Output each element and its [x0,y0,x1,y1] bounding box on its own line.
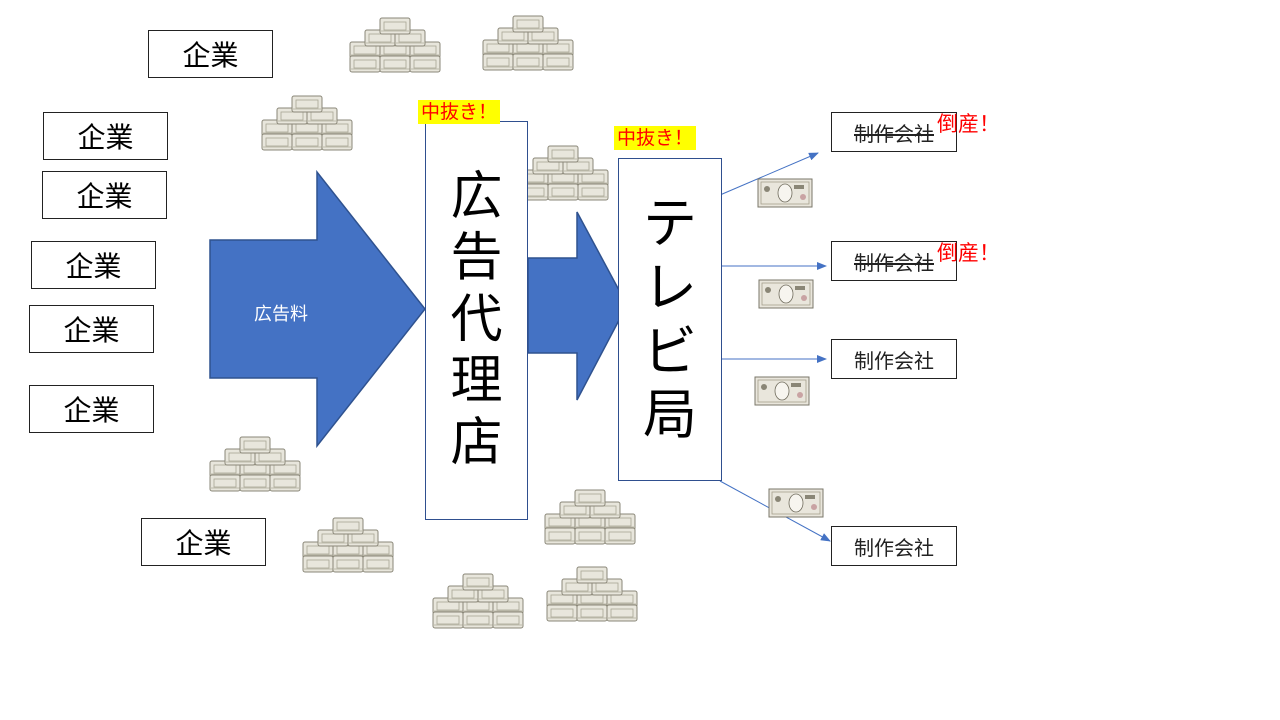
connector-1 [719,152,819,196]
bankrupt-label: 倒産！ [937,112,1000,136]
company-box: 企業 [29,305,154,353]
agency-to-tv-arrow [527,211,628,401]
tv-char: レ [643,255,697,319]
stacked-banknotes-icon [483,16,573,70]
production-company-label: 制作会社 [854,121,934,146]
company-box: 企業 [141,518,266,566]
production-company-box: 制作会社 [831,339,957,379]
stacked-banknotes-icon [210,437,300,491]
production-company-box: 制作会社 [831,112,957,152]
company-box: 企業 [43,112,168,160]
agency-char: 店 [450,412,503,473]
stacked-banknotes-icon [262,96,352,150]
agency-char: 告 [450,228,503,289]
stacked-banknotes-icon [303,518,393,572]
agency-char: 理 [450,351,503,412]
company-box: 企業 [31,241,156,289]
production-company-label: 制作会社 [854,250,934,275]
agency-char: 広 [450,167,503,228]
tv-char: ビ [643,319,697,383]
tv-station-box: テ レ ビ 局 [618,158,722,481]
tv-markup-tag: 中抜き！ [614,126,697,150]
production-company-box: 制作会社 [831,241,957,281]
production-company-label: 制作会社 [854,535,934,560]
company-box: 企業 [42,171,167,219]
stacked-banknotes-icon [433,574,523,628]
tv-char: テ [643,192,697,256]
tv-char: 局 [643,383,697,447]
stacked-banknotes-icon [547,567,637,621]
agency-char: 代 [450,289,503,350]
10000-yen-banknote-icon [757,178,813,208]
production-company-box: 制作会社 [831,526,957,566]
10000-yen-banknote-icon [758,279,814,309]
agency-markup-tag: 中抜き！ [418,100,501,124]
stacked-banknotes-icon [545,490,635,544]
ad-fee-arrow [209,169,426,449]
ad-agency-box: 広 告 代 理 店 [425,121,528,520]
company-box: 企業 [148,30,273,78]
stacked-banknotes-icon [518,146,608,200]
10000-yen-banknote-icon [768,488,824,518]
10000-yen-banknote-icon [754,376,810,406]
production-company-label: 制作会社 [854,348,934,373]
ad-fee-label: 広告料 [254,304,308,325]
company-box: 企業 [29,385,154,433]
bankrupt-label: 倒産！ [937,241,1000,265]
stacked-banknotes-icon [350,18,440,72]
